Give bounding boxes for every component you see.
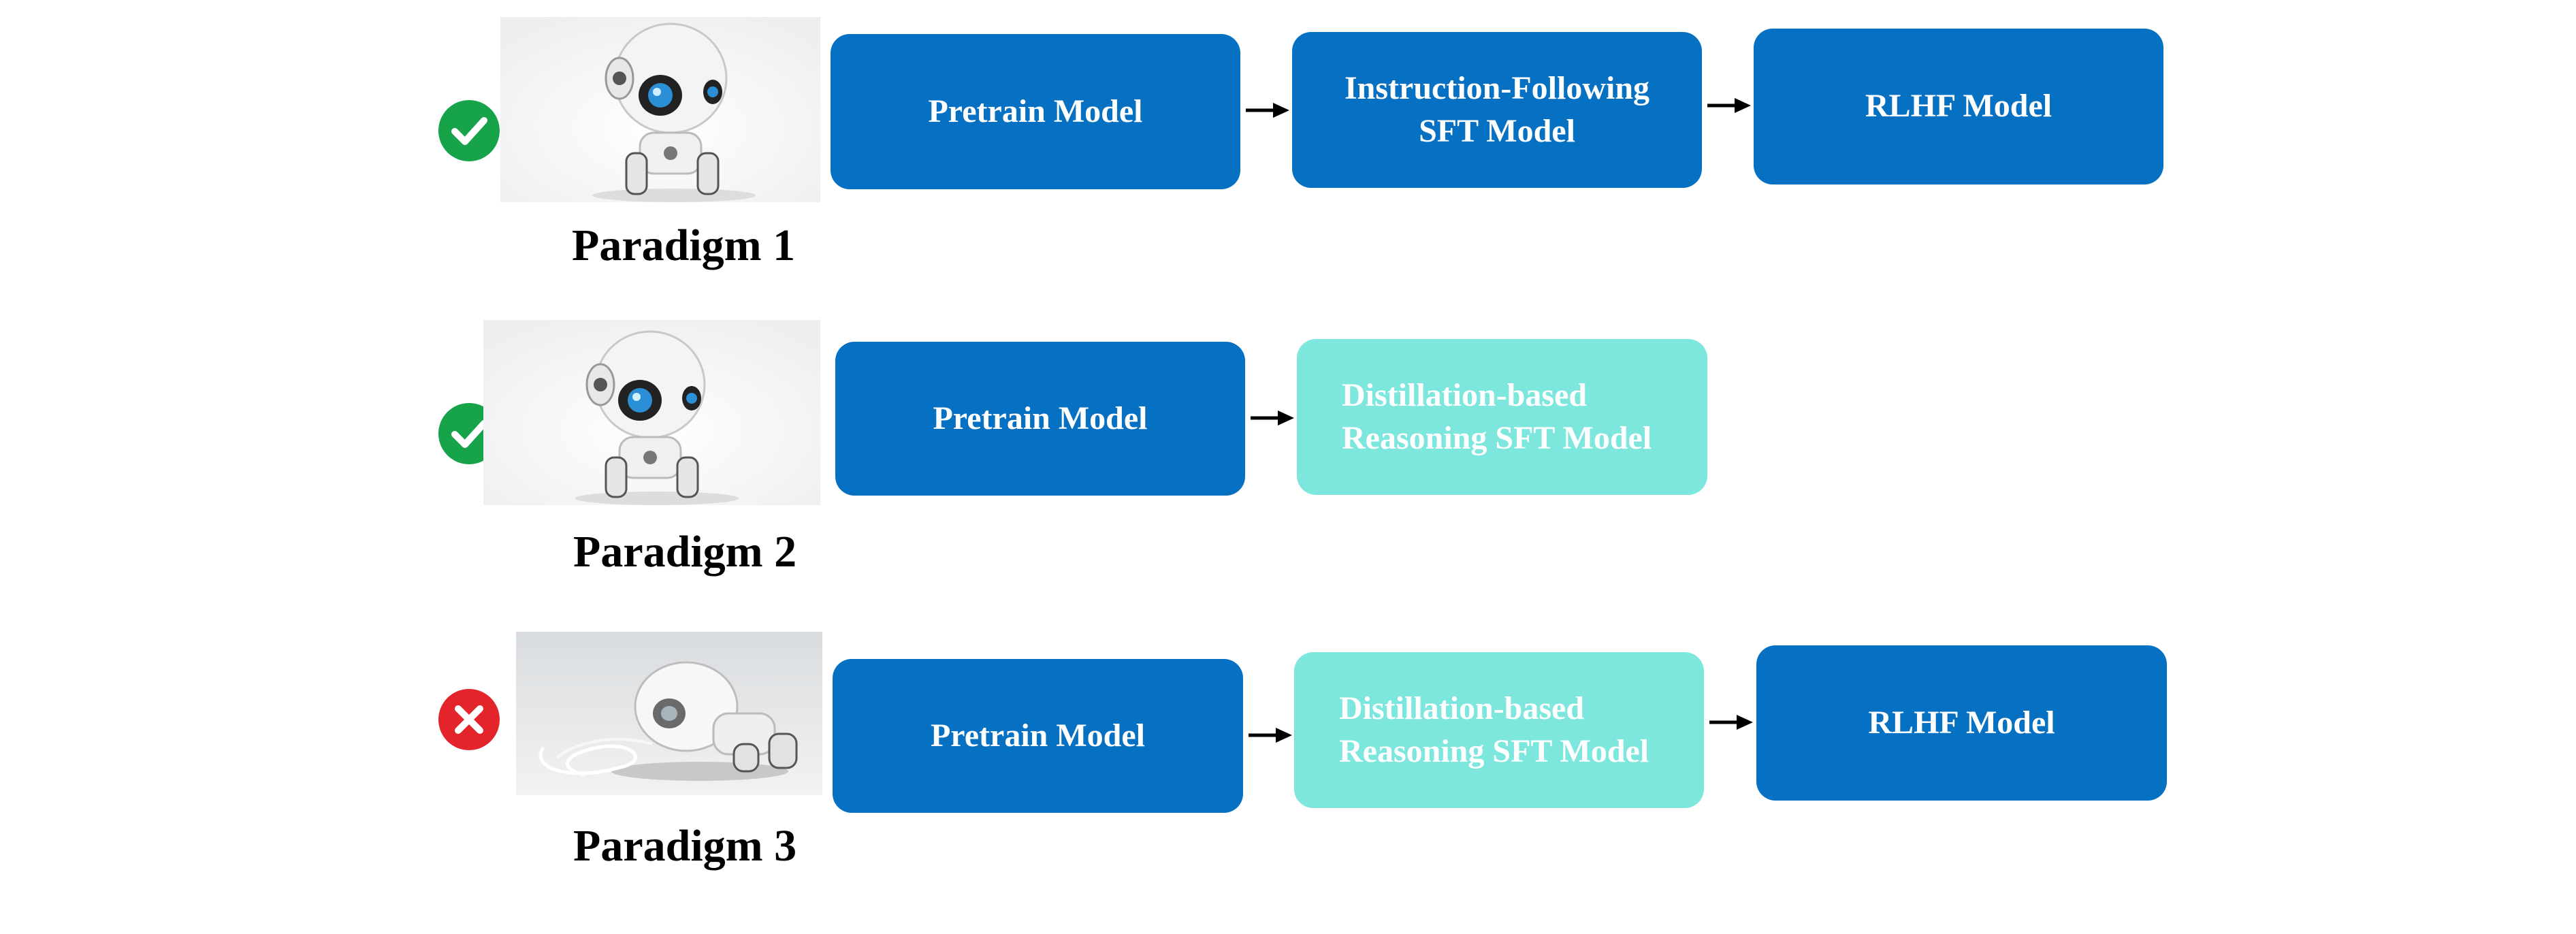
robot-lying-icon <box>516 632 822 795</box>
stage-box-rlhf: RLHF Model <box>1754 29 2163 184</box>
arrow-icon <box>1707 95 1751 116</box>
stage-box-rlhf: RLHF Model <box>1756 645 2167 801</box>
arrow-icon <box>1251 408 1294 428</box>
paradigm-label: Paradigm 1 <box>572 221 796 270</box>
arrow-icon <box>1709 712 1753 732</box>
paradigm-label: Paradigm 2 <box>573 527 797 577</box>
robot-icon <box>500 17 820 202</box>
stage-box-pretrain: Pretrain Model <box>833 659 1243 813</box>
cross-circle-icon <box>438 689 500 750</box>
stage-box-pretrain: Pretrain Model <box>831 34 1240 189</box>
arrow-icon <box>1246 100 1289 120</box>
check-circle-icon <box>438 100 500 161</box>
paradigm-label: Paradigm 3 <box>573 821 797 871</box>
robot-icon <box>483 320 820 505</box>
stage-box-pretrain: Pretrain Model <box>835 342 1245 496</box>
arrow-icon <box>1249 725 1292 745</box>
